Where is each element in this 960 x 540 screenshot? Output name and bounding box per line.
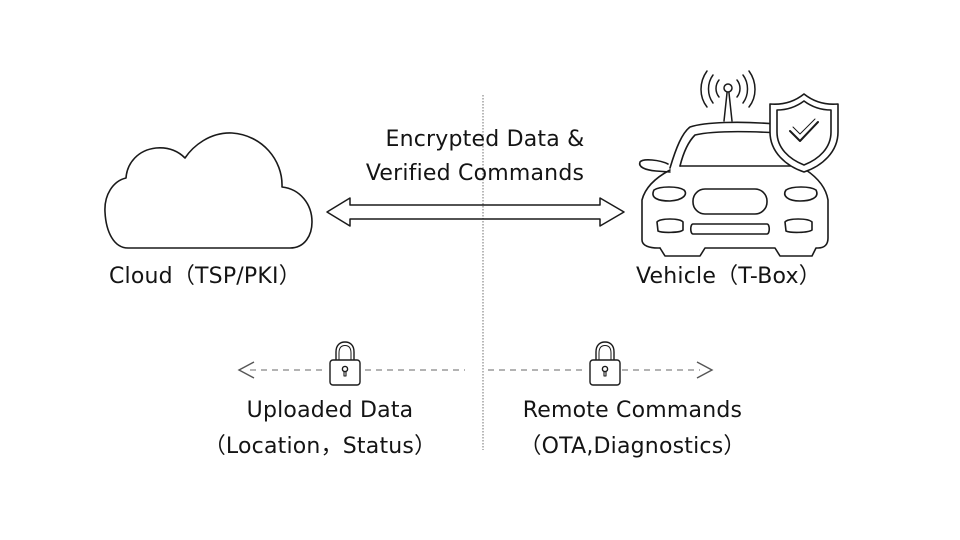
uplink-label-line1: Uploaded Data <box>246 398 414 423</box>
uplink-dashed-arrow <box>237 361 465 379</box>
downlink-dashed-arrow <box>488 361 714 379</box>
double-headed-arrow <box>326 197 625 227</box>
channel-label-line1: Encrypted Data & <box>385 127 585 152</box>
channel-label-line2: Verified Commands <box>365 161 585 186</box>
cloud-icon <box>104 132 313 249</box>
uplink-padlock-icon <box>329 341 361 386</box>
downlink-padlock-icon <box>589 341 621 386</box>
car-icon <box>638 121 829 257</box>
downlink-label-line1: Remote Commands <box>522 398 743 423</box>
shield-check-icon <box>769 93 839 173</box>
vehicle-label: Vehicle（T-Box） <box>636 264 821 289</box>
cloud-label: Cloud（TSP/PKI） <box>109 264 301 289</box>
downlink-label-line2: （OTA,Diagnostics） <box>519 434 746 459</box>
uplink-label-line2: （Location，Status） <box>203 434 437 459</box>
antenna-signal-icon <box>700 70 756 122</box>
